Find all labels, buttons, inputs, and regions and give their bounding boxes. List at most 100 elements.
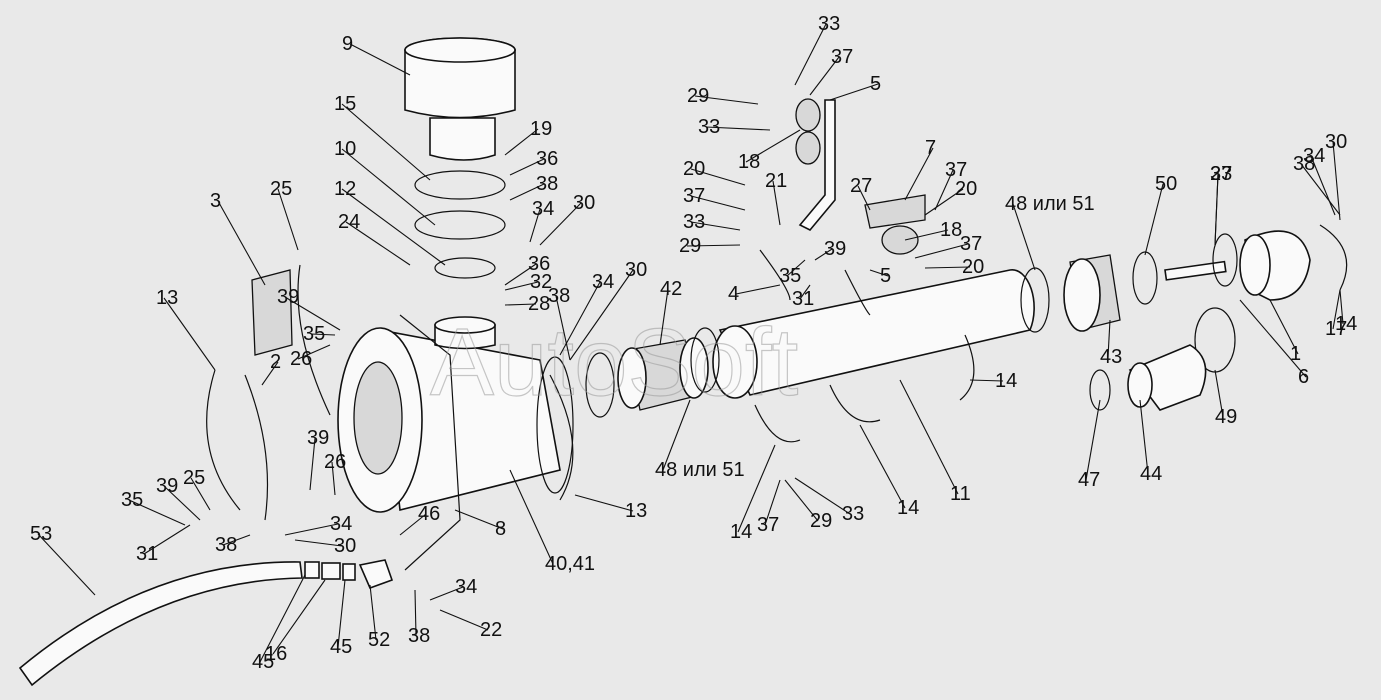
leader-line [914, 243, 969, 259]
leader-line [829, 83, 879, 101]
callout-label: 15 [334, 93, 356, 115]
callout-label: 11 [950, 483, 971, 505]
callout-label: 28 [528, 293, 550, 315]
callout-label: 39 [824, 238, 846, 260]
leader-line [309, 437, 316, 491]
intake-pipe-end [712, 325, 758, 399]
callout-label: 25 [270, 178, 292, 200]
leader-line [399, 513, 427, 536]
leader-line [539, 202, 582, 246]
leader-line [857, 185, 871, 211]
leader-line [574, 494, 634, 512]
callout-label: 34 [330, 513, 352, 535]
callout-label: 12 [334, 178, 356, 200]
gasket-10 [414, 210, 506, 240]
leader-line [924, 188, 964, 216]
leader-line [341, 103, 431, 181]
fitting-16 [321, 562, 341, 580]
leader-line [735, 284, 781, 295]
leader-line [1300, 163, 1341, 216]
clamp-18 [881, 225, 919, 255]
leader-line [786, 259, 806, 277]
leader-line [310, 333, 336, 336]
leader-line [869, 269, 889, 277]
callout-label: 44 [1140, 463, 1162, 485]
callout-label: 42 [660, 278, 682, 300]
callout-label: 7 [925, 137, 936, 159]
callout-label: 47 [1078, 469, 1100, 491]
callout-label: 48 или 51 [655, 459, 745, 481]
callout-label: 37 [757, 514, 779, 536]
leader-line [794, 23, 827, 86]
callout-label: 29 [687, 85, 709, 107]
callout-label: 6 [1298, 366, 1309, 388]
callout-label: 29 [810, 510, 832, 532]
leader-line [690, 168, 746, 186]
callout-label: 18 [940, 219, 962, 241]
callout-label: 38 [548, 285, 570, 307]
leader-line [345, 221, 411, 266]
callout-label: 35 [779, 265, 801, 287]
strap-13-right [549, 374, 574, 501]
leader-line [1107, 319, 1111, 358]
leader-line [294, 539, 343, 547]
callout-label: 24 [338, 211, 360, 233]
callout-label: 39 [307, 427, 329, 449]
fitting-45 [304, 561, 320, 579]
callout-label: 35 [121, 489, 143, 511]
clamp-48-right [1020, 267, 1050, 333]
leader-line [1310, 155, 1336, 216]
leader-line [509, 158, 545, 176]
leader-line [284, 296, 341, 331]
leader-line [504, 303, 537, 306]
callout-label: 25 [183, 467, 205, 489]
callout-label: 26 [290, 348, 312, 370]
callout-label: 17 [1325, 318, 1347, 340]
leader-line [369, 584, 377, 641]
bracket-3 [251, 269, 293, 356]
leader-line [439, 609, 489, 631]
callout-label: 14 [897, 497, 919, 519]
leader-line [259, 574, 306, 663]
leader-line [414, 589, 417, 637]
leader-line [349, 43, 411, 76]
strap-13 [206, 369, 241, 511]
leader-line [745, 129, 801, 163]
leader-line [694, 95, 759, 105]
leader-line [1085, 399, 1101, 481]
bracket-7 [864, 194, 926, 229]
callout-labels: 1234556789101112131314141414151617181819… [30, 13, 1357, 673]
leader-line [1332, 141, 1341, 221]
clamp-6 [1212, 233, 1238, 287]
leader-line [509, 183, 545, 201]
leader-line [662, 399, 691, 471]
callout-label: 20 [962, 256, 984, 278]
callout-label: 50 [1155, 173, 1177, 195]
leader-line [190, 477, 211, 511]
callout-label: 20 [955, 178, 977, 200]
leader-line [809, 56, 840, 96]
leader-line [1214, 173, 1219, 246]
leader-line [37, 533, 96, 596]
elbow-52 [358, 559, 394, 590]
leader-line [737, 444, 776, 533]
callout-label: 52 [368, 629, 390, 651]
callout-label: 5 [870, 73, 881, 95]
leader-line [331, 461, 336, 496]
callout-label: 33 [698, 116, 720, 138]
leader-line [217, 200, 266, 286]
callout-label: 1 [1290, 343, 1301, 365]
clamp-47 [1089, 369, 1111, 411]
leader-line [686, 244, 741, 247]
leader-line [128, 499, 186, 526]
callout-label: 38 [536, 173, 558, 195]
callout-label: 21 [765, 170, 787, 192]
ring-12 [434, 257, 496, 279]
callout-label: 33 [818, 13, 840, 35]
clamp-48-mid [690, 327, 720, 393]
leader-line [341, 148, 436, 226]
callout-label: 14 [730, 521, 752, 543]
callout-label: 45 [252, 651, 274, 673]
callout-label: 37 [960, 233, 982, 255]
callout-label: 34 [532, 198, 554, 220]
